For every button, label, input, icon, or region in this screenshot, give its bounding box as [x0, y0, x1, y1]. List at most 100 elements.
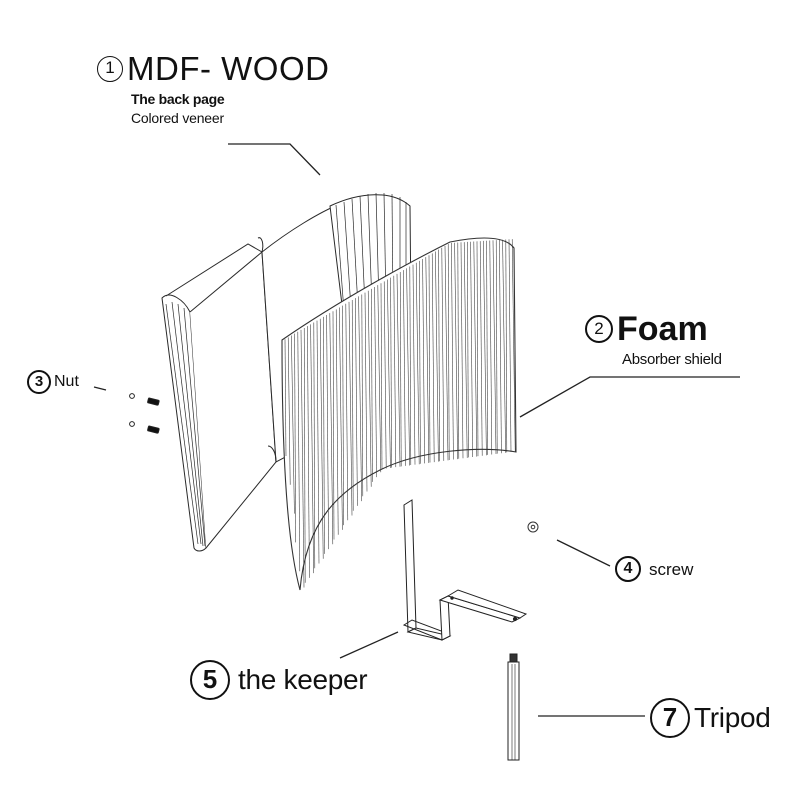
foam-rib — [319, 318, 324, 559]
foam-rib — [383, 281, 387, 469]
leader-mdf — [228, 143, 321, 176]
foam-rib — [351, 300, 354, 511]
foam-rib — [364, 292, 368, 492]
leader-lines — [93, 143, 740, 717]
foam-rib — [492, 240, 497, 455]
number-badge-3: 3 — [27, 370, 51, 394]
foam-rib — [284, 339, 287, 457]
foam-rib — [348, 301, 353, 516]
screw-part — [527, 521, 539, 533]
foam-rib — [297, 331, 301, 572]
foam-rib — [323, 316, 325, 554]
leader-nut — [93, 386, 107, 391]
foam-rib — [358, 296, 362, 502]
nut-bolt-1 — [147, 397, 160, 406]
foam-rib — [505, 239, 508, 453]
nut-washer-1 — [129, 393, 135, 399]
foam-rib — [399, 272, 402, 467]
foam-rib — [329, 313, 334, 545]
foam-rib — [367, 290, 372, 487]
foam-rib — [294, 333, 296, 543]
mdf-subtitle-bold: The back page — [131, 91, 225, 107]
foam-rib — [396, 273, 401, 467]
mdf-subtitle: Colored veneer — [131, 110, 224, 126]
foam-rib — [467, 241, 469, 458]
foam-rib — [479, 241, 483, 456]
foam-shield — [281, 237, 517, 591]
number-badge-1: 1 — [97, 55, 123, 82]
foam-rib — [454, 242, 458, 460]
foam-rib — [303, 328, 306, 583]
number-badge-5: 5 — [190, 660, 230, 700]
foam-rib — [470, 241, 473, 458]
foam-rib — [332, 311, 335, 540]
foam-rib — [476, 241, 479, 457]
foam-rib — [393, 275, 397, 468]
nut-bolt-2 — [147, 425, 160, 434]
foam-rib — [428, 255, 431, 463]
nut-washer-2 — [129, 421, 135, 427]
leader-keeper — [339, 631, 399, 659]
number-badge-4: 4 — [615, 556, 641, 582]
foam-rib — [335, 309, 339, 535]
foam-rib — [377, 285, 382, 473]
foam-rib — [326, 314, 329, 550]
foam-rib — [457, 242, 460, 459]
foam-rib — [438, 249, 440, 462]
foam-title: Foam — [617, 310, 708, 348]
foam-rib — [451, 242, 454, 460]
foam-rib — [310, 324, 314, 574]
foam-rib — [313, 322, 316, 569]
foam-rib — [339, 307, 343, 530]
foam-rib — [374, 286, 377, 478]
foam-rib — [412, 264, 416, 465]
label-keeper: 5 the keeper — [190, 660, 368, 700]
foam-rib — [499, 239, 502, 454]
foam-ribs — [284, 239, 516, 588]
foam-rib — [287, 337, 291, 485]
foam-rib — [390, 277, 392, 468]
foam-rib — [447, 244, 450, 460]
foam-rib — [508, 239, 512, 452]
foam-rib — [473, 241, 478, 457]
foam-rib — [403, 270, 406, 466]
foam-rib — [483, 240, 487, 456]
foam-rib — [342, 305, 344, 526]
foam-rib — [511, 239, 516, 452]
foam-rib — [502, 239, 506, 453]
foam-rib — [415, 262, 420, 465]
foam-rib — [419, 260, 421, 464]
foam-rib — [444, 245, 449, 461]
foam-rib — [380, 283, 383, 469]
foam-rib — [316, 320, 320, 564]
foam-rib — [409, 266, 412, 466]
foam-rib — [463, 242, 468, 458]
foam-rib — [435, 251, 439, 462]
leader-screw — [556, 539, 611, 567]
keeper-title: the keeper — [238, 664, 368, 695]
foam-rib — [486, 240, 488, 455]
foam-rib — [307, 326, 310, 578]
tripod-title: Tripod — [694, 702, 771, 733]
foam-rib — [387, 279, 391, 469]
foam-rib — [422, 258, 425, 464]
nut-title: Nut — [54, 373, 79, 390]
foam-subtitle: Absorber shield — [622, 351, 722, 368]
number-badge-7: 7 — [650, 698, 690, 738]
foam-rib — [300, 329, 305, 588]
foam-rib — [489, 240, 493, 455]
mdf-title: MDF- WOOD — [127, 50, 330, 87]
foam-rib — [355, 298, 358, 506]
foam-rib — [361, 294, 364, 497]
foam-rib — [495, 240, 498, 454]
number-badge-2: 2 — [585, 315, 613, 343]
foam-rib — [460, 242, 464, 459]
nut-parts — [129, 393, 160, 434]
